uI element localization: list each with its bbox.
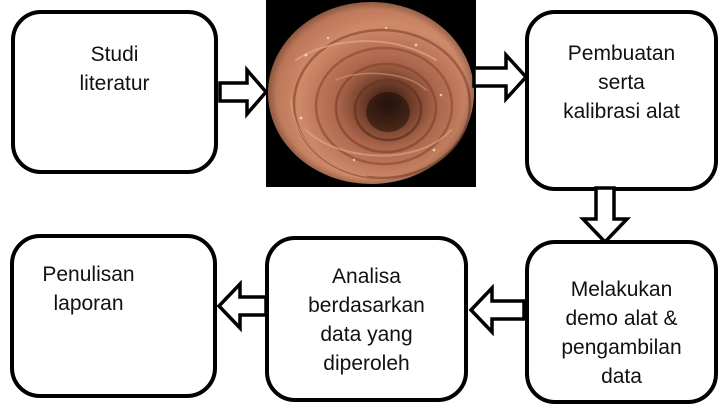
step-label-penulisan-laporan: Penulisan laporan (22, 260, 155, 318)
step-box-studi-literatur: Studi literatur (11, 10, 218, 174)
step-box-penulisan-laporan: Penulisan laporan (10, 234, 217, 398)
step-label-studi-literatur: Studi literatur (15, 40, 214, 98)
arrow-left-1 (468, 285, 526, 335)
endoscopy-image (266, 0, 476, 187)
arrow-right-1 (218, 67, 268, 117)
step-box-pembuatan-kalibrasi: Pembuatan serta kalibrasi alat (525, 10, 718, 191)
arrow-down (580, 186, 630, 244)
step-label-pembuatan-kalibrasi: Pembuatan serta kalibrasi alat (529, 39, 714, 126)
arrow-right-2 (472, 52, 528, 102)
step-label-demo-pengambilan-data: Melakukan demo alat & pengambilan data (529, 275, 714, 391)
step-label-analisa-data: Analisa berdasarkan data yang diperoleh (269, 262, 464, 378)
arrow-left-2 (216, 281, 268, 331)
step-box-analisa-data: Analisa berdasarkan data yang diperoleh (265, 236, 468, 402)
step-box-demo-pengambilan-data: Melakukan demo alat & pengambilan data (525, 240, 718, 404)
